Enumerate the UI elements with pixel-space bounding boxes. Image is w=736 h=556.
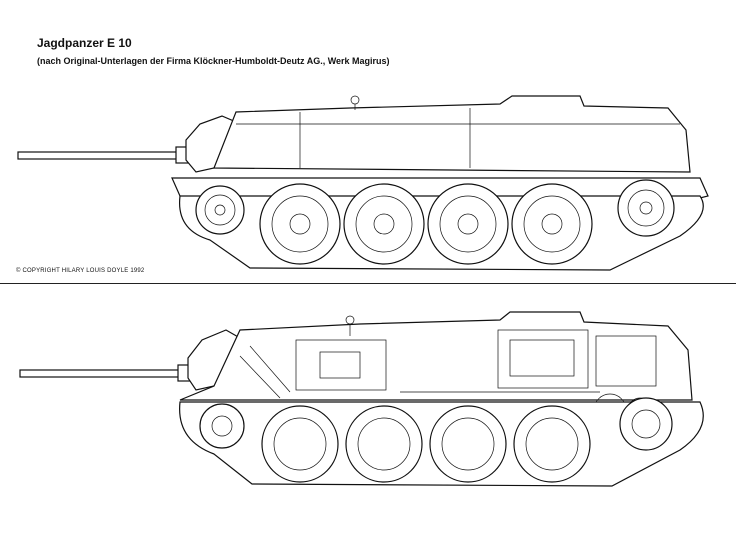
cutaway-side-view bbox=[19, 311, 704, 487]
road-wheel-3-bottom bbox=[429, 405, 507, 483]
road-wheel-1-top bbox=[259, 183, 341, 265]
road-wheel-2-top bbox=[343, 183, 425, 265]
hull-cutaway-outline bbox=[179, 311, 693, 401]
idler-wheel-top bbox=[195, 185, 245, 235]
drive-sprocket-bottom bbox=[619, 397, 673, 451]
gun-barrel-top bbox=[17, 146, 191, 164]
road-wheel-1-bottom bbox=[261, 405, 339, 483]
road-wheel-4-top bbox=[511, 183, 593, 265]
road-wheel-2-bottom bbox=[345, 405, 423, 483]
road-wheel-4-bottom bbox=[513, 405, 591, 483]
hull-superstructure-top bbox=[213, 95, 691, 173]
drawing-subtitle: (nach Original-Unterlagen der Firma Klöc… bbox=[37, 56, 390, 66]
gun-barrel-bottom bbox=[19, 364, 193, 382]
view-divider-line bbox=[0, 283, 736, 284]
idler-wheel-bottom bbox=[199, 403, 245, 449]
copyright-notice: © COPYRIGHT HILARY LOUIS DOYLE 1992 bbox=[16, 268, 145, 274]
exterior-side-view bbox=[17, 95, 709, 271]
drive-sprocket-top bbox=[617, 179, 675, 237]
drawing-title: Jagdpanzer E 10 bbox=[37, 36, 132, 50]
road-wheel-3-top bbox=[427, 183, 509, 265]
